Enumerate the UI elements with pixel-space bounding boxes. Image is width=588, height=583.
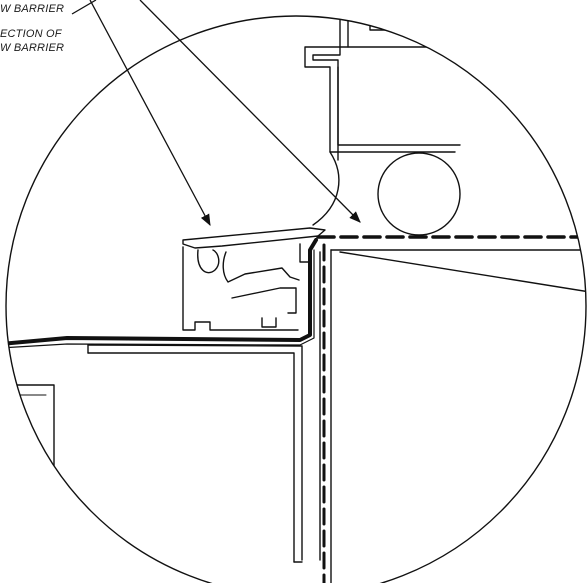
leader-arrow-1 — [89, 0, 211, 227]
leader-lines — [71, 0, 361, 227]
membrane-seal — [6, 238, 318, 346]
leader-line-3 — [71, 0, 97, 15]
callout-label-barrier-1: W BARRIER — [0, 3, 65, 15]
membrane-seal-edge — [6, 249, 315, 349]
l-flashing — [87, 344, 303, 563]
detail-circle — [5, 15, 587, 583]
roller-wheel — [377, 152, 461, 236]
callout-label-section-of: ECTION OF — [0, 28, 62, 40]
curved-profile — [312, 151, 340, 226]
right-frame — [319, 249, 586, 583]
upper-bracket — [304, 16, 461, 161]
leader-arrow-2 — [139, 0, 361, 223]
callout-label-barrier-2: W BARRIER — [0, 42, 65, 54]
channel-extrusion — [182, 227, 326, 331]
